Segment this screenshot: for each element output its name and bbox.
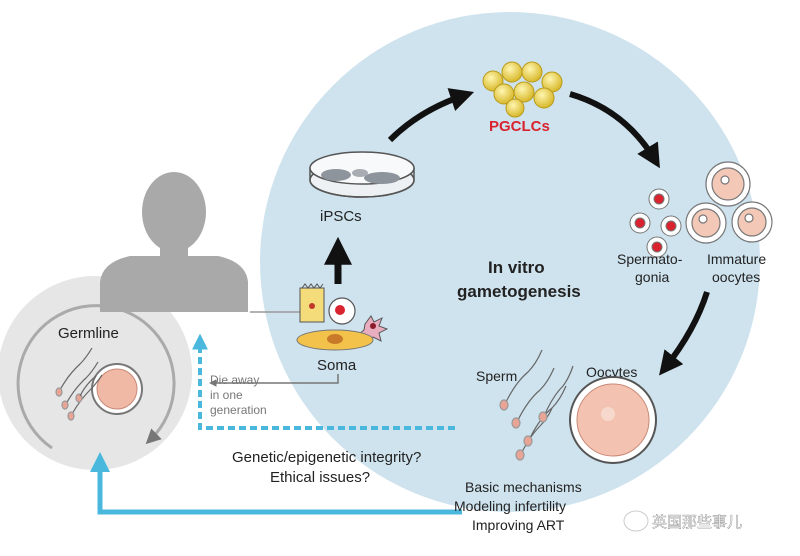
germline-label: Germline: [58, 325, 119, 342]
die-away-label-2: in one: [210, 388, 243, 402]
modeling-infertility-label: Modeling infertility: [454, 498, 566, 514]
watermark-text: 英国那些事儿: [652, 513, 742, 531]
person-icon: [100, 172, 248, 312]
soma-cells-icon: [296, 283, 389, 351]
spermatogonia-label-2: gonia: [635, 269, 669, 285]
oocytes-label: Oocytes: [586, 364, 637, 380]
genetic-question: Genetic/epigenetic integrity?: [232, 449, 421, 466]
basic-mechanisms-label: Basic mechanisms: [465, 479, 582, 495]
pgclcs-label: PGCLCs: [489, 118, 550, 135]
ipscs-label: iPSCs: [320, 208, 362, 225]
sperm-label: Sperm: [476, 368, 517, 384]
immature-oocytes-icon: [685, 161, 773, 244]
wechat-watermark: 英国那些事儿: [623, 510, 742, 532]
immature-label-1: Immature: [707, 251, 766, 267]
soma-label: Soma: [317, 357, 357, 374]
dashed-return-arrow: [192, 333, 455, 430]
ipscs-to-pgclcs-arrow: [387, 88, 475, 143]
improving-art-label: Improving ART: [472, 517, 565, 533]
immature-label-2: oocytes: [712, 269, 760, 285]
sperm-icon: [499, 349, 574, 461]
oocyte-icon: [569, 376, 657, 464]
germline-cycle-arrow: [16, 304, 176, 450]
germline-sperm-icon: [55, 347, 103, 421]
spermatogonia-label-1: Spermato-: [617, 251, 683, 267]
pgclcs-to-gonia-arrow: [569, 91, 660, 169]
die-away-label-1: Die away: [210, 373, 259, 387]
die-away-label-3: generation: [210, 403, 267, 417]
solid-return-arrow: [90, 452, 462, 515]
ivg-label-2: gametogenesis: [457, 282, 581, 301]
pgclc-cluster-icon: [482, 61, 563, 118]
germline-circle: [0, 276, 192, 470]
ivg-label-1: In vitro: [488, 258, 545, 277]
to-oocytes-arrow: [659, 291, 710, 376]
spermatogonia-icon: [629, 188, 682, 258]
petri-dish-icon: [309, 151, 415, 198]
ethical-question: Ethical issues?: [270, 469, 370, 486]
die-away-arrow: [209, 374, 339, 387]
germline-egg-icon: [91, 363, 143, 415]
